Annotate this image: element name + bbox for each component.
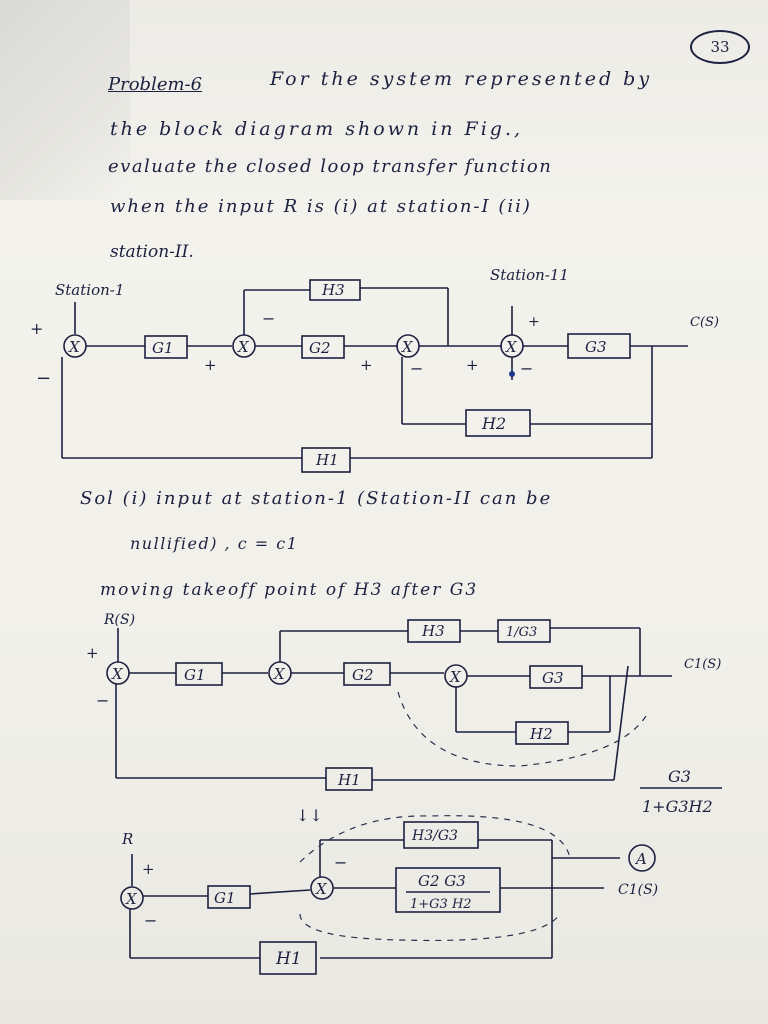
- d3-summing-junction-2-mark: X: [315, 880, 328, 898]
- d2-block-h1-label: H1: [337, 771, 361, 789]
- d1-minus-3: −: [410, 359, 423, 378]
- block-g1-label: G1: [152, 339, 174, 357]
- block-diagram-2: R(S) + − X G1 X G2 X G3 C1(S) 1/G3 H3 H2…: [86, 612, 722, 816]
- block-h2-label: H2: [481, 414, 506, 433]
- summing-junction-1-mark: X: [68, 338, 81, 356]
- d3-tf-den: 1+G3 H2: [410, 897, 472, 912]
- d3-node-a: [628, 844, 656, 872]
- block-diagram-3: R + − X G1 X − G2 G3 1+G3 H2 C1(S) H3/G3…: [120, 815, 658, 975]
- d1-minus-2: −: [262, 309, 275, 328]
- block-h3-label: H3: [321, 281, 345, 299]
- block-h1-label: H1: [315, 451, 339, 469]
- block-h2: [465, 409, 531, 437]
- block-h1: [301, 447, 351, 473]
- d3-block-h3g3: [403, 821, 479, 849]
- problem-line-1: For the system represented by: [270, 68, 653, 90]
- d2-arrow-note: ↓↓: [296, 806, 323, 825]
- d2-plus-1: +: [86, 644, 99, 662]
- problem-line-4: when the input R is (i) at station-I (ii…: [110, 196, 532, 217]
- solution-line-2: nullified) , c = c1: [130, 534, 299, 553]
- d1-minus-1: −: [36, 368, 51, 389]
- d2-summing-junction-1-mark: X: [111, 665, 124, 683]
- problem-line-3: evaluate the closed loop transfer functi…: [108, 156, 553, 177]
- block-g3-label: G3: [585, 338, 607, 356]
- page-corner-shadow: [0, 0, 130, 200]
- d2-block-g1-label: G1: [184, 666, 206, 684]
- d2-input-label: R(S): [103, 612, 135, 628]
- d3-block-h1-label: H1: [275, 949, 302, 969]
- d1-plus-2: +: [204, 356, 217, 374]
- station-1-label: Station-1: [55, 281, 124, 299]
- d2-block-g2: [343, 662, 391, 686]
- d2-block-g2-label: G2: [352, 666, 374, 684]
- d1-plus-1: +: [30, 319, 43, 338]
- d1-plus-5: +: [528, 314, 540, 330]
- d2-output-label: C1(S): [684, 657, 721, 672]
- problem-line-2: the block diagram shown in Fig.,: [110, 118, 524, 140]
- problem-line-5: station-II.: [110, 242, 194, 262]
- d1-plus-3: +: [360, 356, 373, 374]
- d3-input-label: R: [121, 830, 133, 848]
- d3-minus-1: −: [144, 911, 157, 930]
- d2-block-h2-label: H2: [529, 725, 553, 743]
- d3-block-h3g3-label: H3/G3: [411, 828, 458, 844]
- d2-block-h1: [325, 767, 373, 791]
- solution-line-3: moving takeoff point of H3 after G3: [100, 580, 479, 600]
- d2-minus-1: −: [96, 691, 109, 710]
- d2-block-h3-label: H3: [421, 622, 445, 640]
- d1-plus-4: +: [466, 356, 479, 374]
- solution-line-1: Sol (i) input at station-1 (Station-II c…: [80, 488, 553, 509]
- d2-block-h2: [515, 721, 569, 745]
- d3-summing-junction-1: [120, 886, 144, 910]
- d2-fraction-den: 1+G3H2: [642, 797, 713, 816]
- d2-summing-junction-2-mark: X: [273, 665, 286, 683]
- block-g2-label: G2: [309, 339, 331, 357]
- d3-block-g1-label: G1: [214, 889, 236, 907]
- d3-block-tf: [395, 867, 501, 913]
- block-diagram-1: Station-1 Station-11 + − X G1 + X − G2 +…: [30, 266, 719, 473]
- d3-plus-1: +: [142, 860, 155, 878]
- d3-output-label: C1(S): [618, 882, 658, 898]
- summing-junction-4-mark: X: [505, 338, 518, 356]
- d2-block-inv-g3-label: 1/G3: [506, 625, 537, 640]
- d3-summing-junction-1-mark: X: [125, 890, 138, 908]
- block-g2: [301, 335, 345, 359]
- disturbance-dot: [509, 371, 515, 377]
- d3-minus-2: −: [334, 853, 347, 872]
- summing-junction-3-mark: X: [401, 338, 414, 356]
- d3-block-g1: [207, 885, 251, 909]
- d2-fraction-num: G3: [668, 767, 691, 786]
- d3-node-a-label: A: [634, 850, 647, 868]
- problem-label: Problem-6: [108, 74, 203, 95]
- station-2-label: Station-11: [490, 266, 569, 284]
- d2-summing-junction-3-mark: X: [449, 668, 462, 686]
- d1-minus-4: −: [520, 359, 533, 378]
- output-label-1: C(S): [690, 315, 719, 330]
- page-number: 33: [690, 30, 750, 64]
- block-g1: [144, 335, 188, 359]
- d2-block-g3: [529, 665, 583, 689]
- d2-block-g3-label: G3: [542, 669, 564, 687]
- d3-tf-num: G2 G3: [418, 872, 466, 890]
- summing-junction-2-mark: X: [237, 338, 250, 356]
- d2-block-g1: [175, 662, 223, 686]
